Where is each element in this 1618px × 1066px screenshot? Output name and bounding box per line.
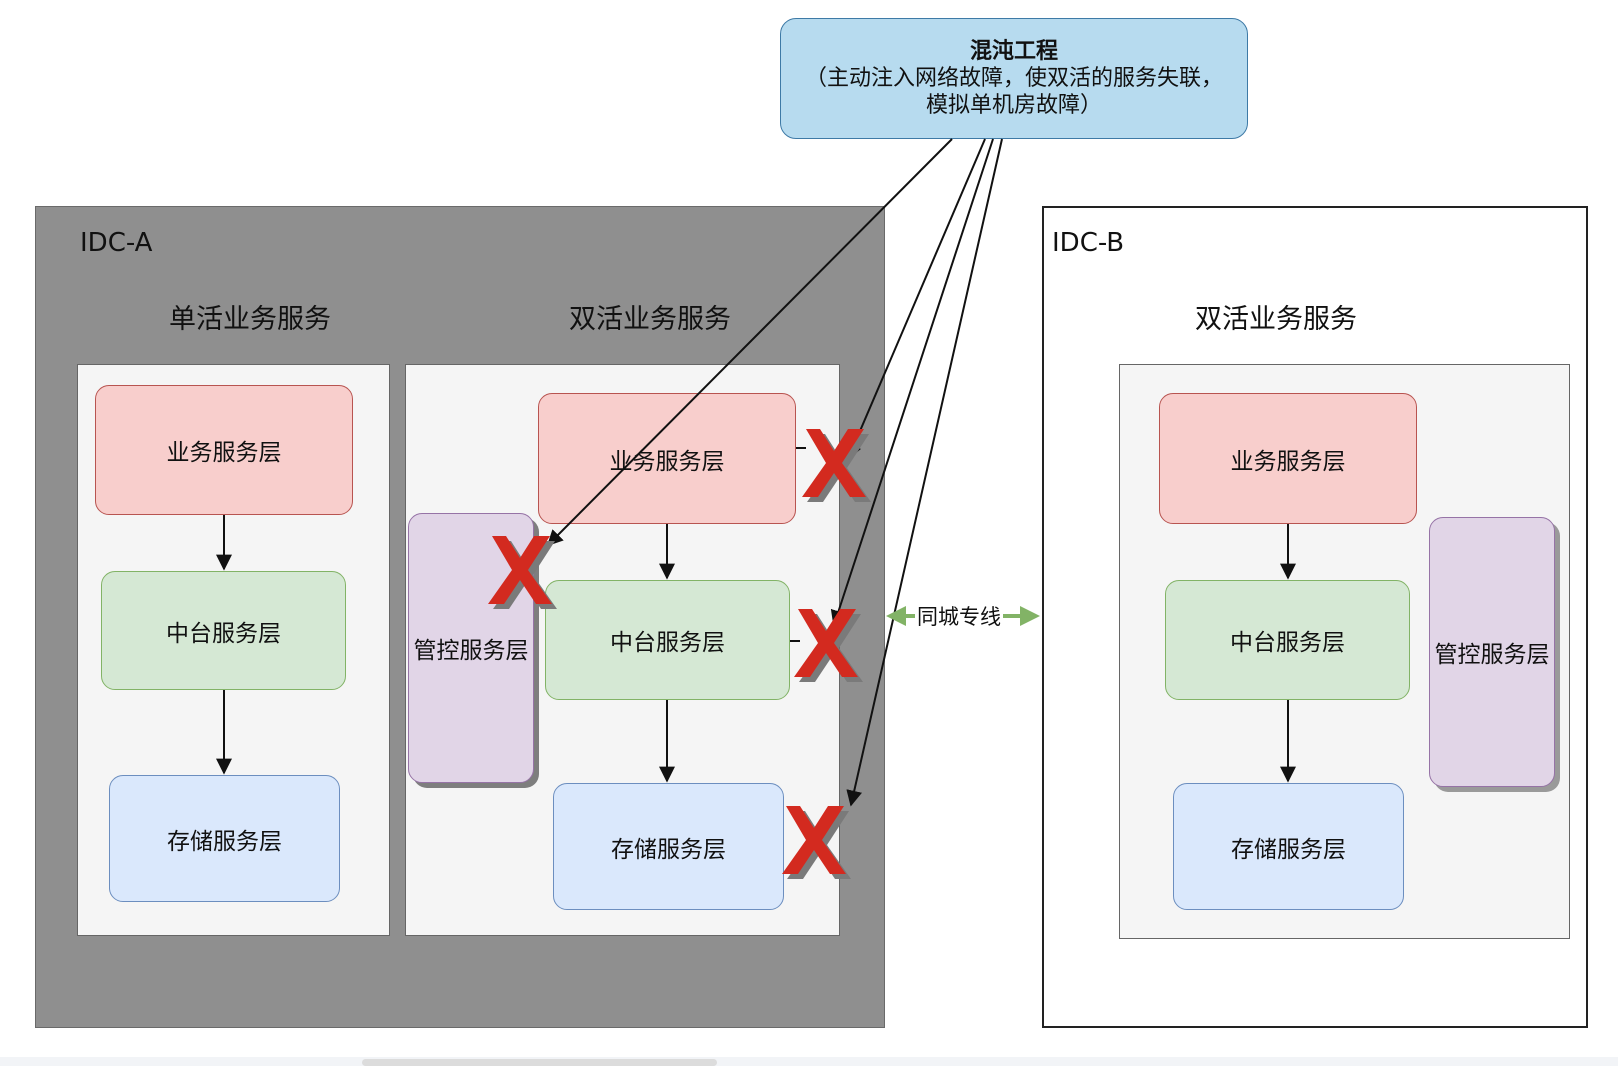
single-business-layer: 业务服务层 <box>95 385 353 515</box>
dual-a-control-layer: 管控服务层 <box>408 513 534 783</box>
dedicated-line-label: 同城专线 <box>915 601 1003 631</box>
dual-b-business-layer: 业务服务层 <box>1159 393 1417 524</box>
dual-a-storage-layer: 存储服务层 <box>553 783 784 910</box>
dual-active-a-title: 双活业务服务 <box>569 303 731 335</box>
dual-b-middle-layer: 中台服务层 <box>1165 580 1410 700</box>
horizontal-scrollbar[interactable] <box>0 1057 1618 1066</box>
dual-a-business-layer: 业务服务层 <box>538 393 796 524</box>
chaos-title: 混沌工程 <box>969 39 1058 64</box>
chaos-line-3: 模拟单机房故障） <box>925 93 1102 118</box>
single-middle-layer: 中台服务层 <box>101 571 346 690</box>
dual-b-storage-layer: 存储服务层 <box>1173 783 1404 910</box>
single-active-title: 单活业务服务 <box>169 303 331 335</box>
chaos-line-2: （主动注入网络故障，使双活的服务失联， <box>804 66 1223 91</box>
scrollbar-thumb[interactable] <box>362 1059 717 1066</box>
idc-a-label: IDC-A <box>80 228 153 258</box>
dual-active-b-title: 双活业务服务 <box>1195 303 1357 335</box>
idc-b-label: IDC-B <box>1052 228 1125 258</box>
dual-a-middle-layer: 中台服务层 <box>545 580 790 700</box>
dual-b-control-layer: 管控服务层 <box>1429 517 1555 787</box>
chaos-engineering-note: 混沌工程 （主动注入网络故障，使双活的服务失联， 模拟单机房故障） <box>780 18 1248 139</box>
single-storage-layer: 存储服务层 <box>109 775 340 902</box>
